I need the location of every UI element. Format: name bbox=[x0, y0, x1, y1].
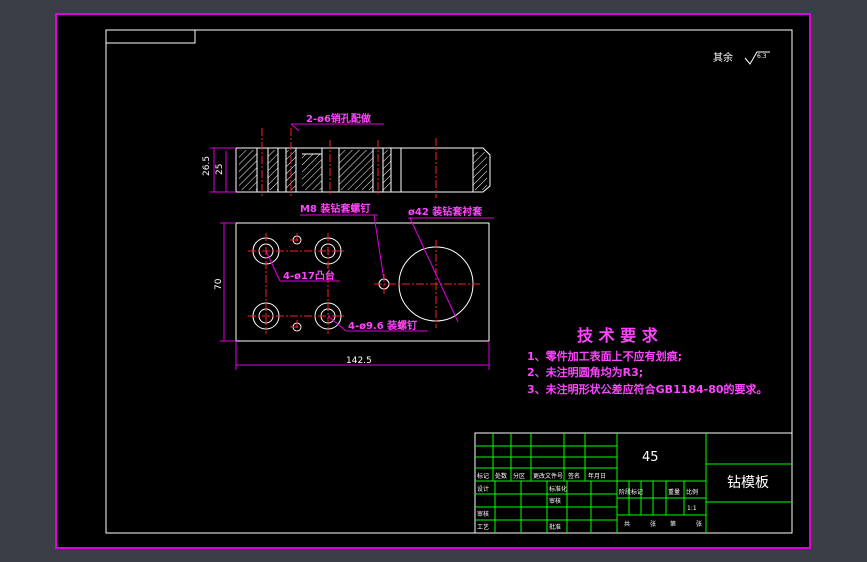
plan-view: M8 装钻套螺钉 ø42 装钻套衬套 4-ø17凸台 4-ø9.6 装螺钉 70… bbox=[214, 202, 494, 370]
hatch-6 bbox=[383, 150, 391, 190]
callout-bolt: M8 装钻套螺钉 bbox=[300, 202, 370, 215]
outer-border bbox=[55, 13, 811, 549]
tech-item-3: 3、未注明形状公差应符合GB1184-80的要求。 bbox=[527, 382, 768, 396]
dim-length: 142.5 bbox=[346, 356, 372, 366]
rev-label-5: 年月日 bbox=[588, 472, 606, 480]
inner-border bbox=[105, 29, 793, 534]
dim-width: 70 bbox=[214, 278, 224, 290]
sheet-label-2: 第 bbox=[670, 520, 676, 528]
corner-box bbox=[105, 29, 196, 44]
hatch-7 bbox=[473, 152, 487, 190]
rev-label-1: 处数 bbox=[495, 472, 507, 480]
material-value: 45 bbox=[642, 450, 659, 465]
title-block: 标记 处数 分区 更改文件号 签名 年月日 设计 审核 工艺 标准化 审核 批准… bbox=[474, 432, 793, 534]
rev-label-4: 签名 bbox=[568, 472, 580, 480]
section-view: 26.5 25 2-ø6销孔配做 bbox=[202, 112, 491, 198]
dim-height-inner: 25 bbox=[215, 164, 225, 175]
surface-finish-note: 其余 6.3 bbox=[713, 51, 770, 65]
left-label-2: 工艺 bbox=[477, 523, 489, 531]
sheet-label-1: 张 bbox=[650, 520, 656, 528]
sheet-label-0: 共 bbox=[624, 520, 630, 528]
rev-label-3: 更改文件号 bbox=[533, 472, 563, 480]
stage-label-0: 阶段标记 bbox=[619, 488, 643, 496]
mid-label-2: 批准 bbox=[549, 523, 561, 531]
hatch-5 bbox=[339, 150, 373, 190]
roughness-value: 6.3 bbox=[757, 53, 767, 60]
scale-value: 1:1 bbox=[687, 505, 697, 512]
surface-finish-label: 其余 bbox=[713, 51, 733, 64]
left-label-0: 设计 bbox=[477, 485, 489, 493]
callout-pin-holes: 2-ø6销孔配做 bbox=[306, 112, 372, 125]
rev-label-0: 标记 bbox=[477, 472, 489, 480]
rev-label-2: 分区 bbox=[513, 472, 525, 480]
tech-title: 技 术 要 求 bbox=[577, 326, 659, 345]
callout-bosses: 4-ø17凸台 bbox=[283, 269, 335, 282]
stage-label-1: 重量 bbox=[668, 488, 680, 496]
callout-screw-holes: 4-ø9.6 装螺钉 bbox=[348, 319, 417, 332]
drawing-background bbox=[56, 14, 810, 548]
tech-item-2: 2、未注明圆角均为R3; bbox=[527, 365, 643, 379]
roughness-symbol bbox=[744, 51, 770, 65]
hatch-2 bbox=[268, 150, 278, 190]
left-label-1: 审核 bbox=[477, 510, 489, 518]
stage-label-2: 比例 bbox=[686, 488, 698, 496]
part-name: 钻模板 bbox=[727, 475, 769, 491]
tech-requirements: 技 术 要 求 1、零件加工表面上不应有划痕; 2、未注明圆角均为R3; 3、未… bbox=[527, 326, 768, 396]
plate-outline bbox=[235, 222, 490, 342]
title-block-grid bbox=[474, 432, 793, 534]
mid-label-0: 标准化 bbox=[549, 485, 567, 493]
sheet-label-3: 张 bbox=[696, 520, 702, 528]
hatch-4 bbox=[302, 154, 322, 190]
mid-label-1: 审核 bbox=[549, 497, 561, 505]
hatch-1 bbox=[239, 150, 257, 190]
tech-item-1: 1、零件加工表面上不应有划痕; bbox=[527, 349, 682, 363]
dim-height-outer: 26.5 bbox=[202, 156, 212, 176]
callout-bushing: ø42 装钻套衬套 bbox=[408, 205, 483, 218]
